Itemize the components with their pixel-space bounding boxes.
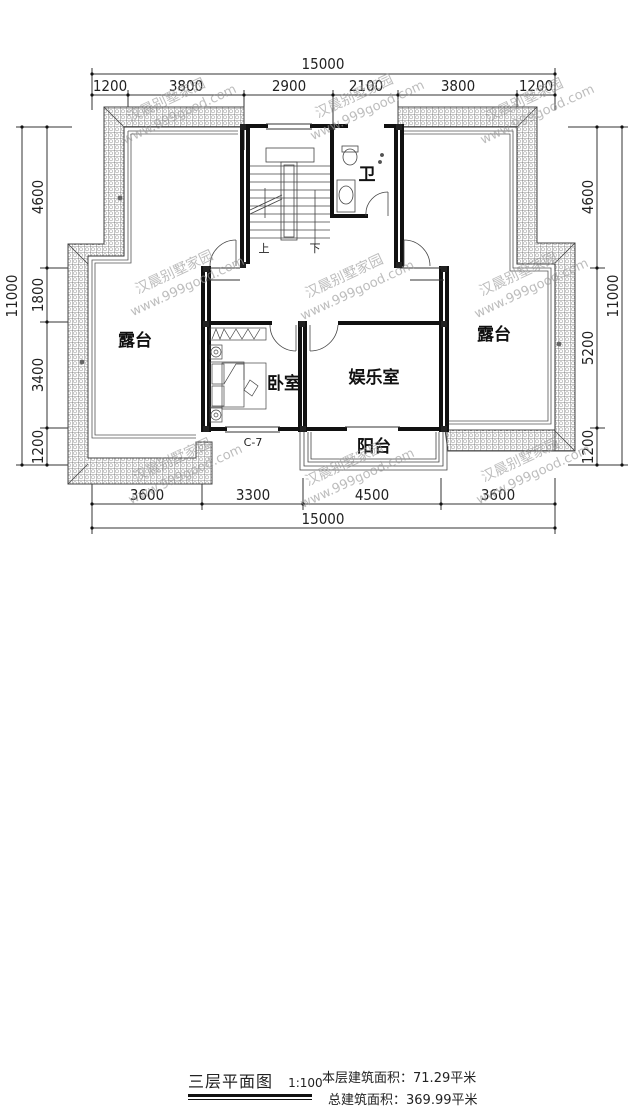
entertainment-room-label: 娱乐室 [349,367,400,388]
window-tag-label: C-7 [244,436,263,449]
right-terrace-label: 露台 [477,324,511,345]
bottom-dimension-2: 3300 [236,486,270,504]
staircase [249,147,330,245]
dimension-bottom [91,478,556,534]
left-dimension-4: 1200 [29,430,47,464]
drawing-title-block: 三层平面图 1:100 [188,1068,323,1100]
top-dimension-5: 3800 [441,77,475,95]
bottom-dimension-4: 3600 [481,486,515,504]
stair-up-label: 上 [259,242,270,255]
floor-plan-drawing: 15000 1200 3800 2900 2100 3800 1200 1100… [3,55,628,534]
top-dimension-2: 3800 [169,77,203,95]
dimension-left-ticks [20,125,49,467]
right-dimension-1: 4600 [579,180,597,214]
title-underline-thin [188,1099,312,1100]
left-terrace-label: 露台 [118,330,152,351]
dimension-right-ticks [595,125,624,467]
left-total-dimension: 11000 [3,275,21,318]
walls [201,124,449,432]
stair-down-label: 下 [310,242,321,255]
dimension-bottom-ticks [90,502,557,530]
right-dimension-3: 1200 [579,430,597,464]
bedroom-label: 卧室 [267,373,301,394]
right-terrace [397,106,576,452]
wall-thin-lines [206,123,444,433]
floor-area-row: 本层建筑面积：71.29平米 [322,1068,478,1090]
drawing-footer: 三层平面图 1:100 本层建筑面积：71.29平米 总建筑面积：369.99平… [0,530,640,1108]
top-dimension-6: 1200 [519,77,553,95]
floor-area-label: 本层建筑面积： [322,1071,414,1086]
bottom-dimension-3: 4500 [355,486,389,504]
dimension-left [16,126,92,466]
bottom-dimension-1: 3600 [130,486,164,504]
balcony-outline [299,432,448,471]
right-dimension-2: 5200 [579,331,597,365]
columns [203,124,447,432]
top-dimension-1: 1200 [93,77,127,95]
balcony-label: 阳台 [357,436,391,457]
left-dimension-3: 3400 [29,358,47,392]
drawing-scale: 1:100 [288,1076,323,1090]
total-area-row: 总建筑面积：369.99平米 [322,1090,478,1112]
doors [209,239,431,352]
total-area-label: 总建筑面积： [328,1093,407,1108]
top-dimension-4: 2100 [349,77,383,95]
dimension-top-ticks [90,72,557,97]
right-total-dimension: 11000 [604,275,622,318]
bedroom-furniture [209,327,267,423]
title-underline [188,1094,312,1097]
left-dimension-2: 1800 [29,278,47,312]
left-terrace [67,106,245,485]
drawing-title: 三层平面图 [188,1072,274,1091]
bathroom-fixtures [336,145,389,217]
left-dimension-1: 4600 [29,180,47,214]
bathroom-label: 卫 [359,165,376,185]
floor-area-value: 71.29平米 [413,1071,477,1086]
total-area-value: 369.99平米 [406,1093,478,1108]
top-total-dimension: 15000 [302,55,345,73]
area-summary: 本层建筑面积：71.29平米 总建筑面积：369.99平米 [322,1068,478,1112]
bottom-total-dimension: 15000 [302,510,345,528]
top-dimension-3: 2900 [272,77,306,95]
